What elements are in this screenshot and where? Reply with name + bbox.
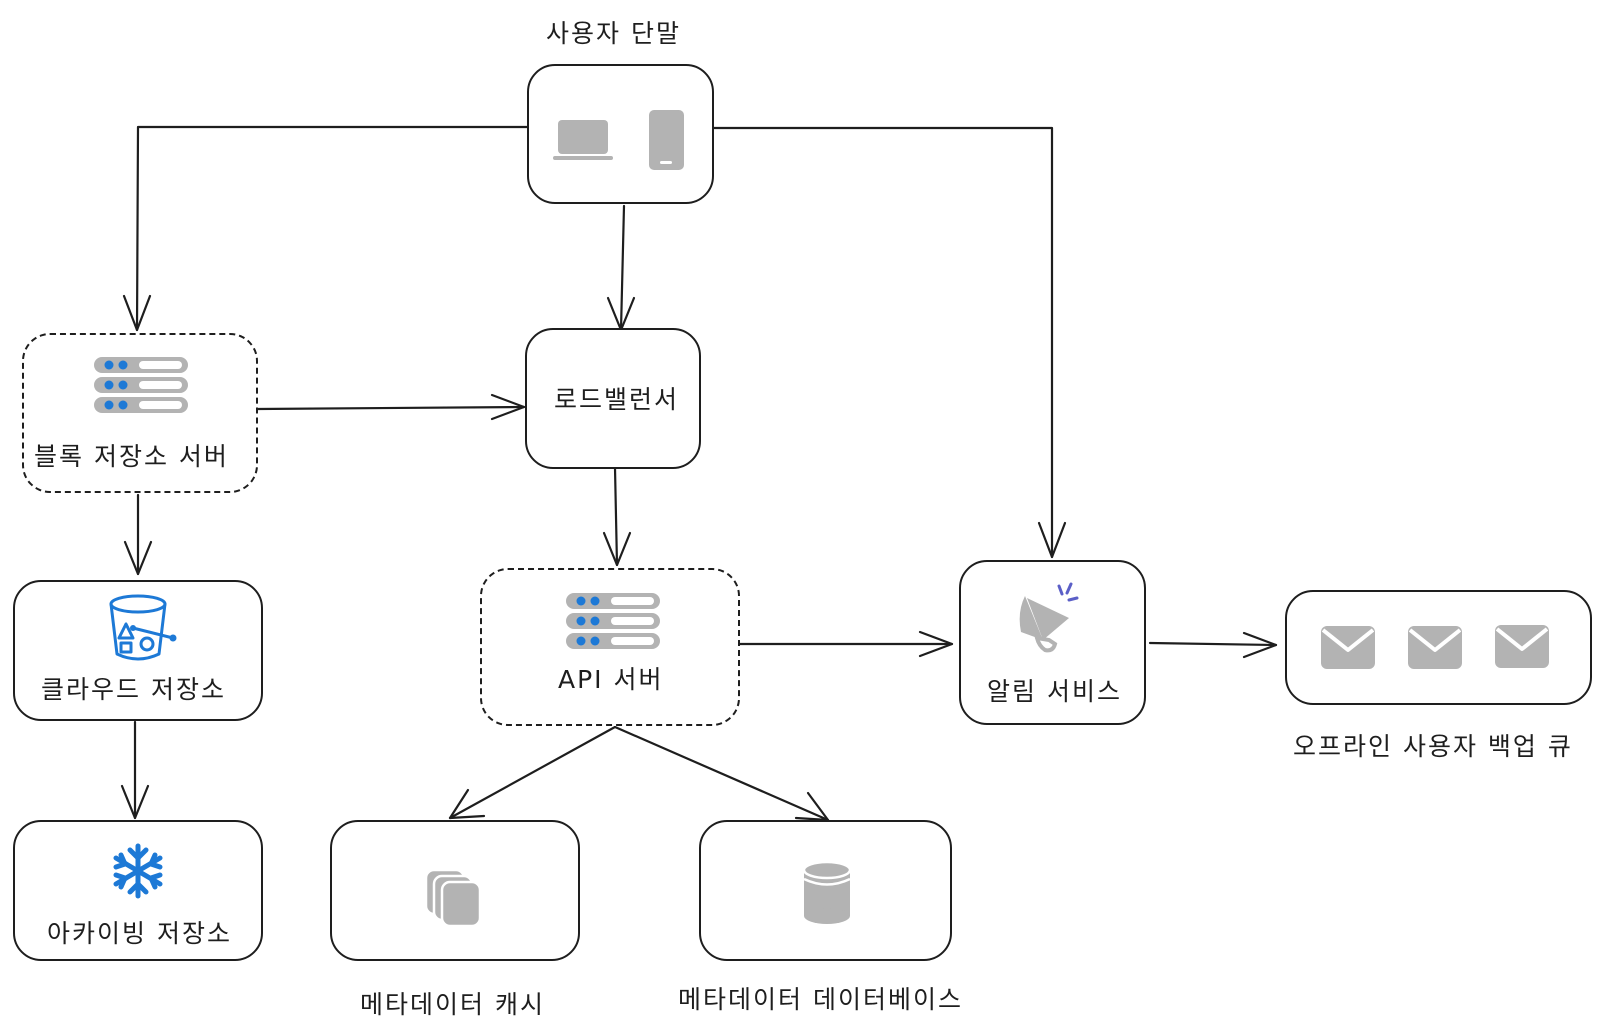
arrowhead-cache [448, 788, 486, 820]
envelope-icon [1494, 624, 1549, 668]
load-balancer-node[interactable]: 로드밸런서 [525, 328, 701, 469]
envelope-icon [1320, 625, 1375, 669]
offline-backup-queue-node[interactable] [1285, 590, 1592, 705]
notification-service-label: 알림 서비스 [987, 677, 1122, 706]
cloud-storage-node[interactable]: 클라우드 저장소 [13, 580, 263, 721]
edge-device-to-notification [712, 126, 1054, 559]
load-balancer-label: 로드밸런서 [554, 385, 680, 414]
server-rack-icon [565, 592, 660, 649]
arrowhead-cloud [123, 540, 153, 576]
arrowhead-notification [1037, 521, 1067, 559]
laptop-icon [552, 119, 613, 160]
archive-storage-label: 아카이빙 저장소 [47, 919, 232, 948]
queue-envelopes [1320, 624, 1549, 669]
arrowhead-load-balancer-left [490, 393, 526, 421]
cloud-storage-label: 클라우드 저장소 [41, 675, 226, 704]
edge-block-server-to-load-balancer [256, 405, 526, 411]
archive-storage-node[interactable]: 아카이빙 저장소 [13, 820, 263, 961]
edge-load-balancer-to-api [613, 466, 619, 567]
block-storage-server-label: 블록 저장소 서버 [34, 442, 229, 471]
edge-device-to-block-server [135, 125, 529, 332]
metadata-cache-label: 메타데이터 캐시 [360, 990, 545, 1019]
edge-device-to-load-balancer [619, 204, 626, 332]
megaphone-icon [1019, 582, 1078, 652]
edge-notification-to-queue [1148, 641, 1278, 647]
bucket-icon [109, 594, 176, 660]
metadata-cache-node[interactable] [330, 820, 580, 961]
envelope-icon [1407, 625, 1462, 669]
arrowhead-archive [120, 784, 150, 820]
offline-backup-queue-label: 오프라인 사용자 백업 큐 [1293, 732, 1573, 761]
metadata-database-label: 메타데이터 데이터베이스 [678, 985, 963, 1014]
user-device-node[interactable] [527, 64, 714, 204]
database-icon [802, 860, 851, 924]
snowflake-icon [113, 843, 162, 898]
user-device-icons [552, 109, 684, 170]
user-device-label: 사용자 단말 [546, 19, 681, 48]
phone-icon [648, 109, 684, 170]
arrowhead-notification-left [918, 630, 954, 658]
block-storage-server-node[interactable]: 블록 저장소 서버 [22, 333, 258, 493]
cache-stack-icon [424, 868, 481, 927]
arrowhead-block-server [122, 294, 152, 332]
arrowhead-db [794, 791, 830, 822]
api-server-label: API 서버 [558, 665, 664, 694]
arrowhead-api [602, 531, 632, 567]
edge-api-to-db [613, 725, 830, 822]
edge-api-to-cache [448, 725, 617, 820]
arrowhead-queue [1242, 631, 1278, 659]
api-server-node[interactable]: API 서버 [480, 568, 740, 726]
metadata-database-node[interactable] [699, 820, 952, 961]
server-rack-icon [93, 356, 188, 413]
notification-service-node[interactable]: 알림 서비스 [959, 560, 1146, 725]
